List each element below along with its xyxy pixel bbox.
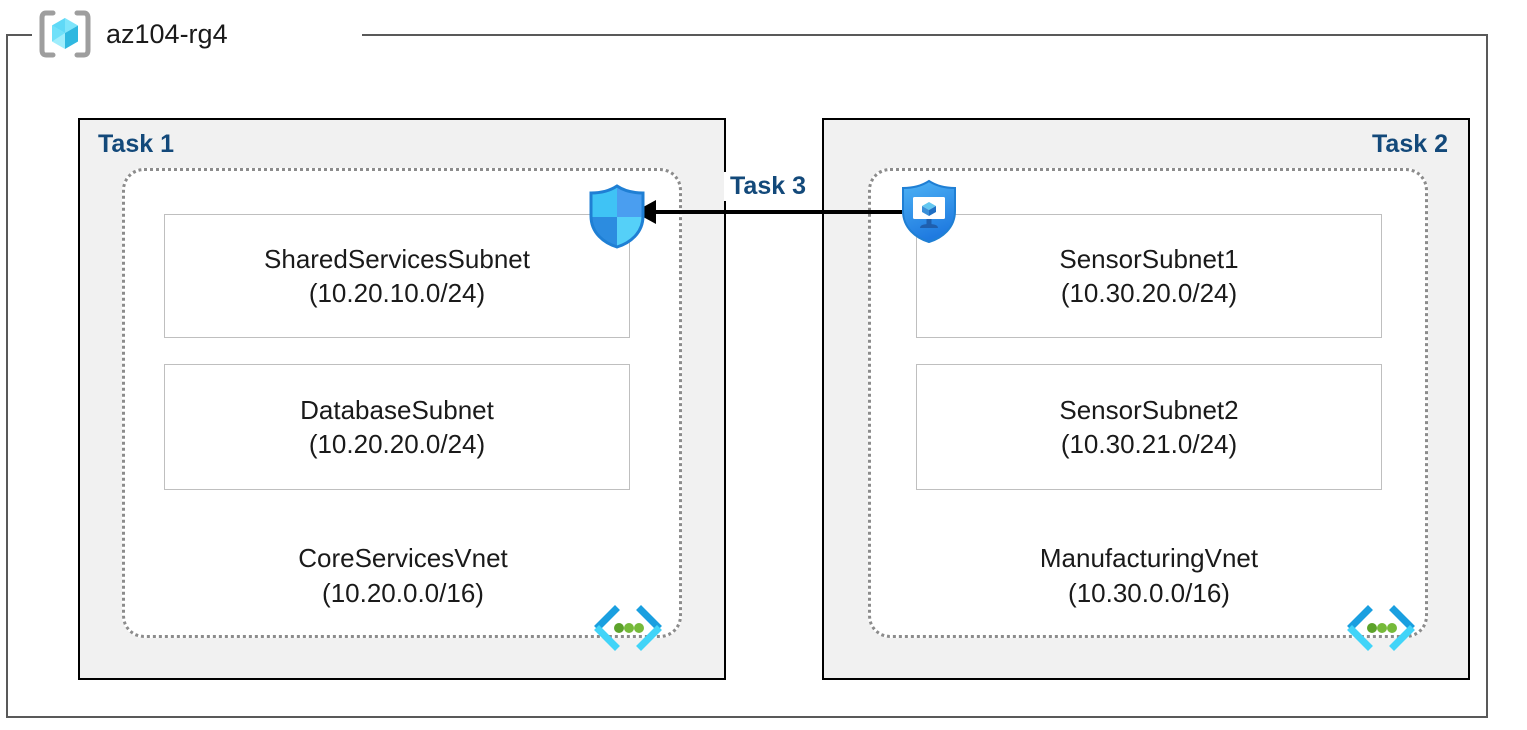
subnet-name: SharedServicesSubnet: [264, 243, 530, 274]
subnet-databasesubnet: DatabaseSubnet (10.20.20.0/24): [164, 364, 630, 490]
resource-group-frame: [6, 34, 1488, 718]
subnet-name: SensorSubnet1: [1059, 243, 1239, 274]
subnet-cidr: (10.20.20.0/24): [308, 429, 486, 459]
subnet-sensorsubnet2: SensorSubnet2 (10.30.21.0/24): [916, 364, 1382, 490]
task-3-label: Task 3: [724, 172, 812, 201]
subnet-cidr: (10.30.21.0/24): [1060, 429, 1238, 459]
resource-group-header-gap: [32, 24, 362, 46]
resource-group-name: az104-rg4: [106, 18, 228, 49]
virtual-network-icon: [592, 605, 664, 653]
peering-arrow-line: [650, 210, 902, 214]
vnet-cidr: (10.30.0.0/16): [1068, 577, 1230, 608]
coreservicesvnet-caption: CoreServicesVnet (10.20.0.0/16): [170, 541, 636, 611]
resource-group-header: az104-rg4: [38, 6, 228, 62]
vnet-cidr: (10.20.0.0/16): [322, 577, 484, 608]
network-security-group-shield-icon: [586, 183, 648, 249]
network-watcher-shield-icon: [898, 178, 960, 244]
vnet-name: ManufacturingVnet: [1039, 543, 1259, 573]
task-1-label: Task 1: [98, 130, 174, 158]
subnet-cidr: (10.20.10.0/24): [308, 278, 486, 308]
subnet-sharedservicessubnet: SharedServicesSubnet (10.20.10.0/24): [164, 214, 630, 338]
virtual-network-icon: [1345, 605, 1417, 653]
subnet-name: SensorSubnet2: [1059, 394, 1239, 425]
vnet-name: CoreServicesVnet: [298, 543, 508, 573]
task-2-label: Task 2: [1372, 130, 1448, 158]
subnet-cidr: (10.30.20.0/24): [1060, 278, 1238, 308]
subnet-name: DatabaseSubnet: [300, 394, 494, 425]
manufacturingvnet-caption: ManufacturingVnet (10.30.0.0/16): [916, 541, 1382, 611]
subnet-sensorsubnet1: SensorSubnet1 (10.30.20.0/24): [916, 214, 1382, 338]
resource-group-cube-icon: [38, 9, 92, 59]
